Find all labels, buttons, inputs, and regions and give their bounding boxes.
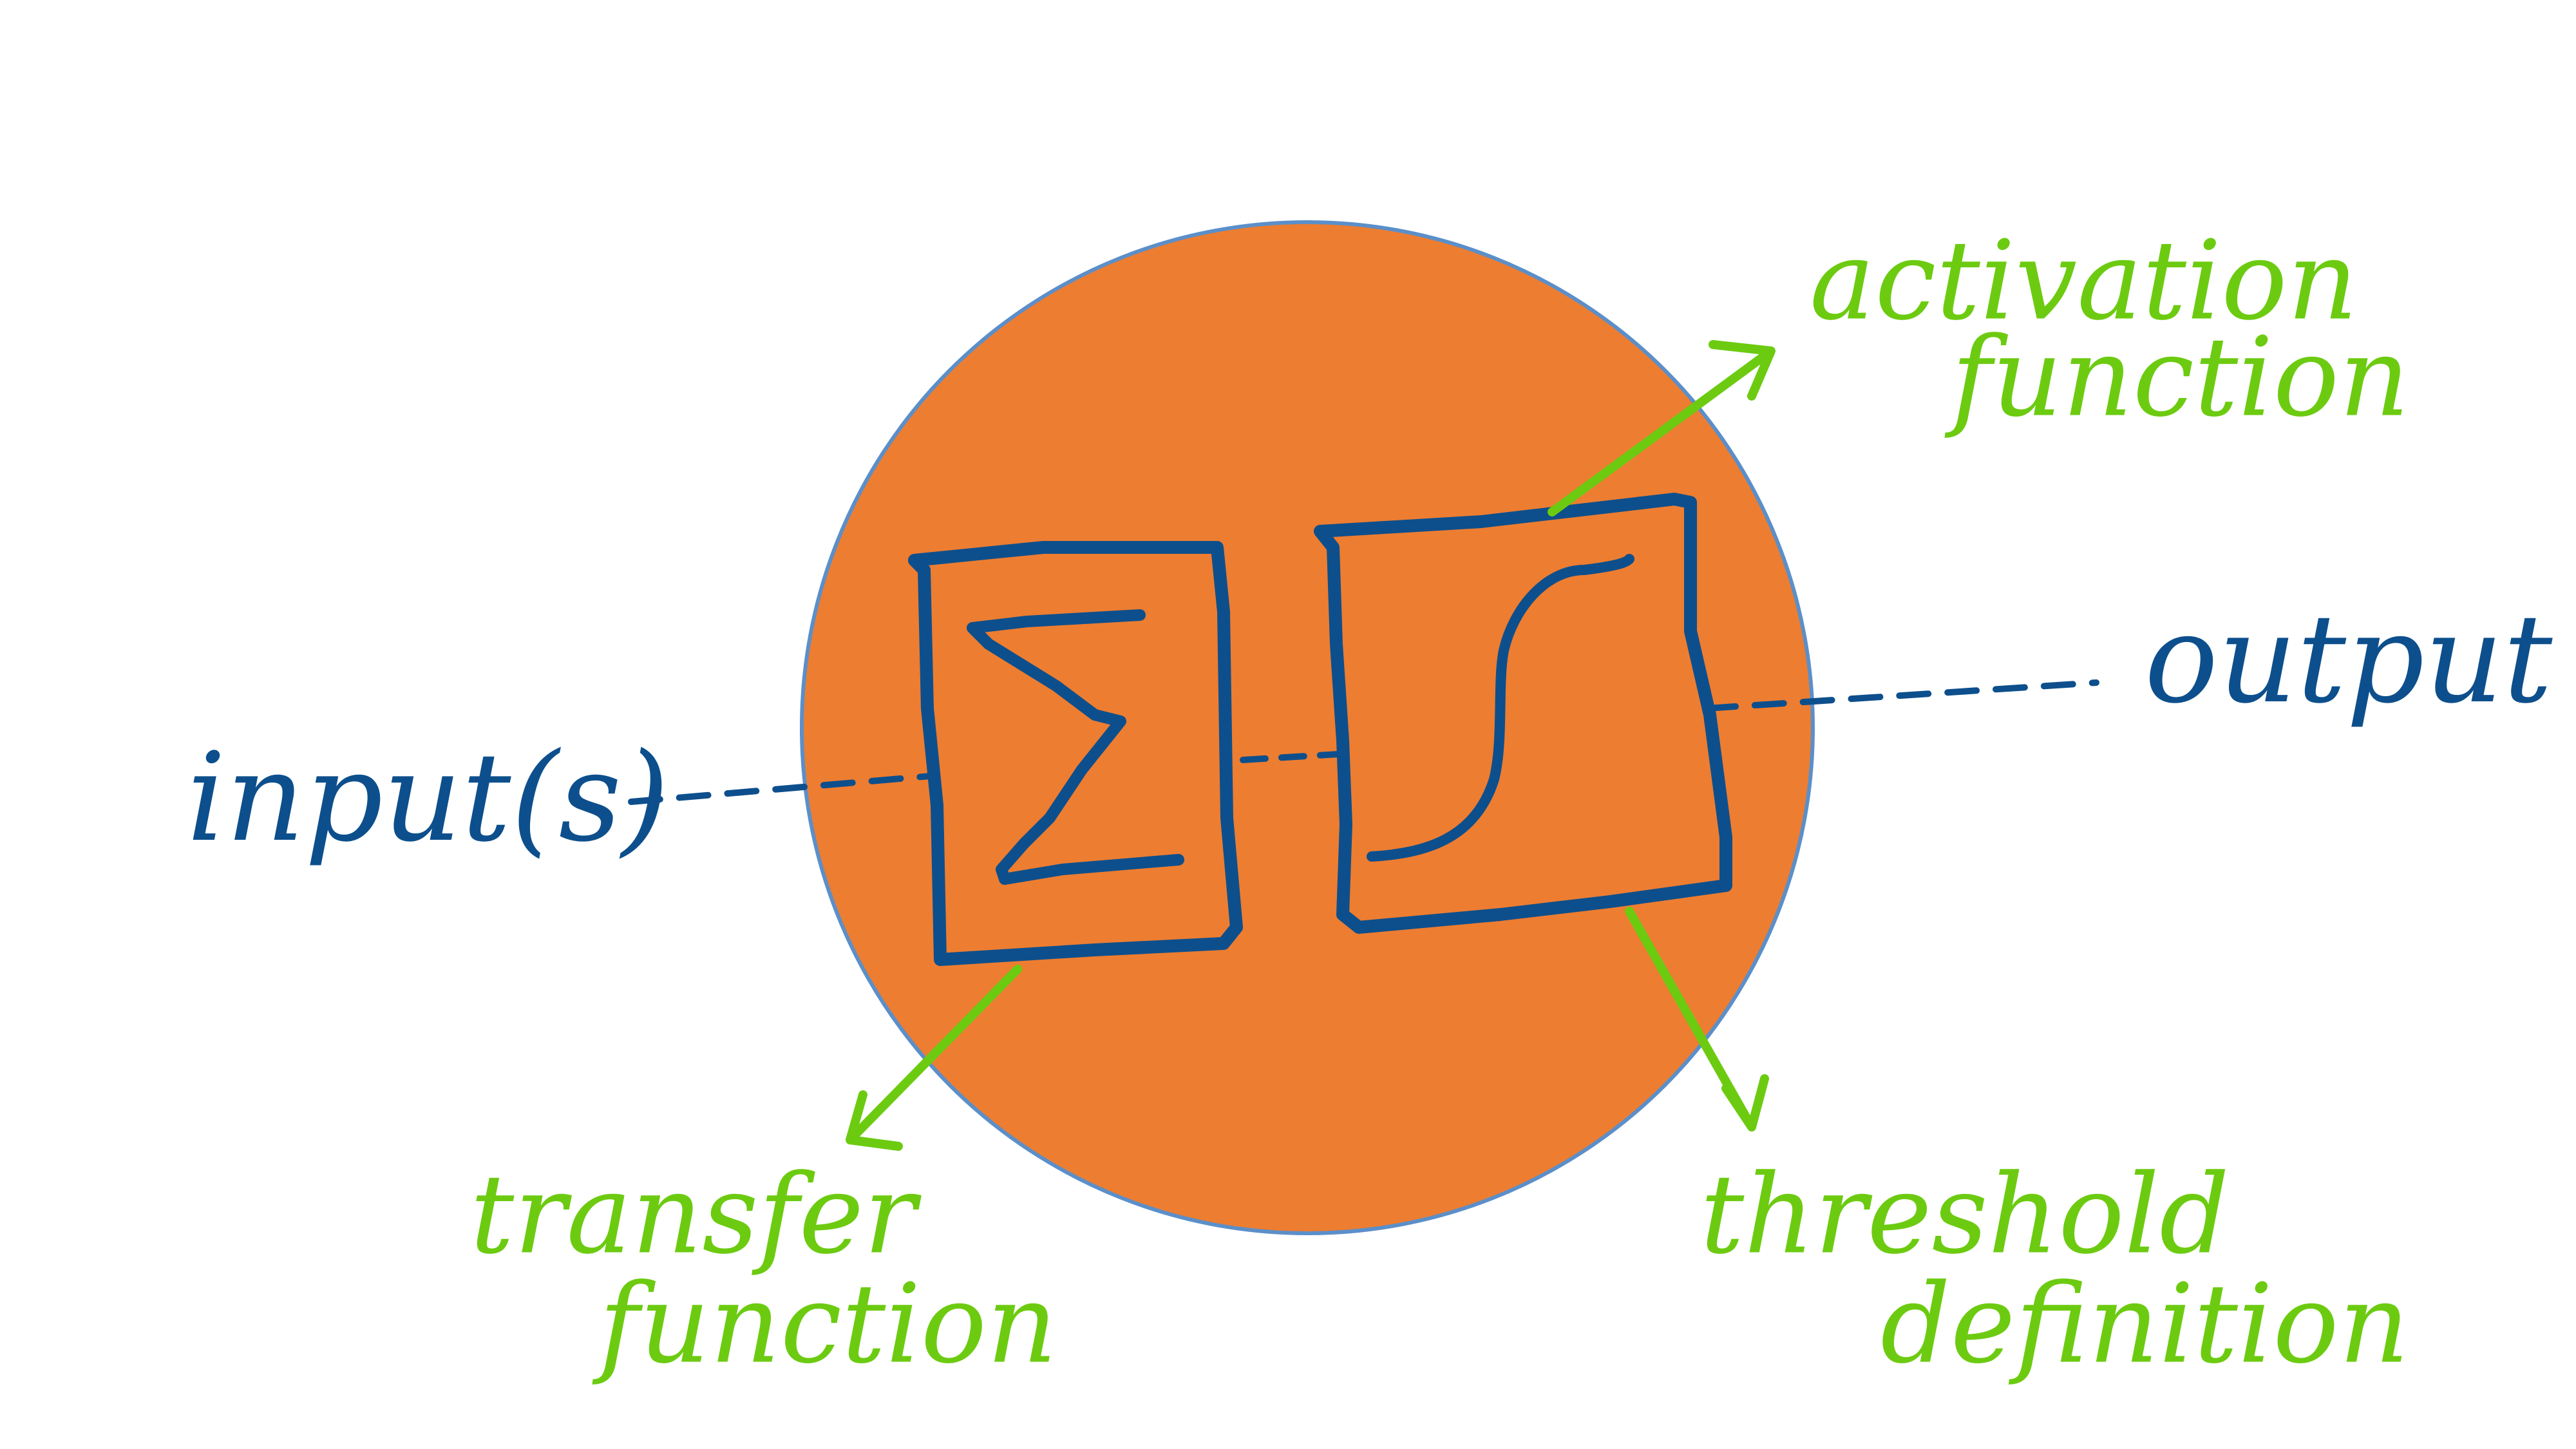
activation-label-line1: activation [1810, 217, 2358, 345]
sigmoid-curve-icon [1367, 554, 1634, 862]
transfer-function-box [908, 541, 1243, 966]
activation-function-box [1314, 493, 1732, 934]
activation-arrow [1548, 340, 1776, 516]
activation-label-line2: function [1944, 314, 2410, 441]
input-dashed-line [628, 773, 934, 805]
output-label: output [2145, 588, 2553, 730]
input-label: input(s) [187, 726, 669, 869]
threshold-label-line1: threshold [1700, 1151, 2230, 1278]
threshold-label-line2: definition [1880, 1260, 2409, 1388]
output-dashed-line [1703, 679, 2099, 712]
neuron-circle [800, 220, 1815, 1235]
transfer-label-line1: transfer [470, 1151, 922, 1278]
threshold-arrow [1625, 907, 1769, 1132]
connector-dashed-line [1240, 750, 1352, 763]
transfer-label-line2: function [592, 1260, 1057, 1388]
transfer-arrow [846, 965, 1022, 1151]
sigma-icon [967, 609, 1184, 885]
